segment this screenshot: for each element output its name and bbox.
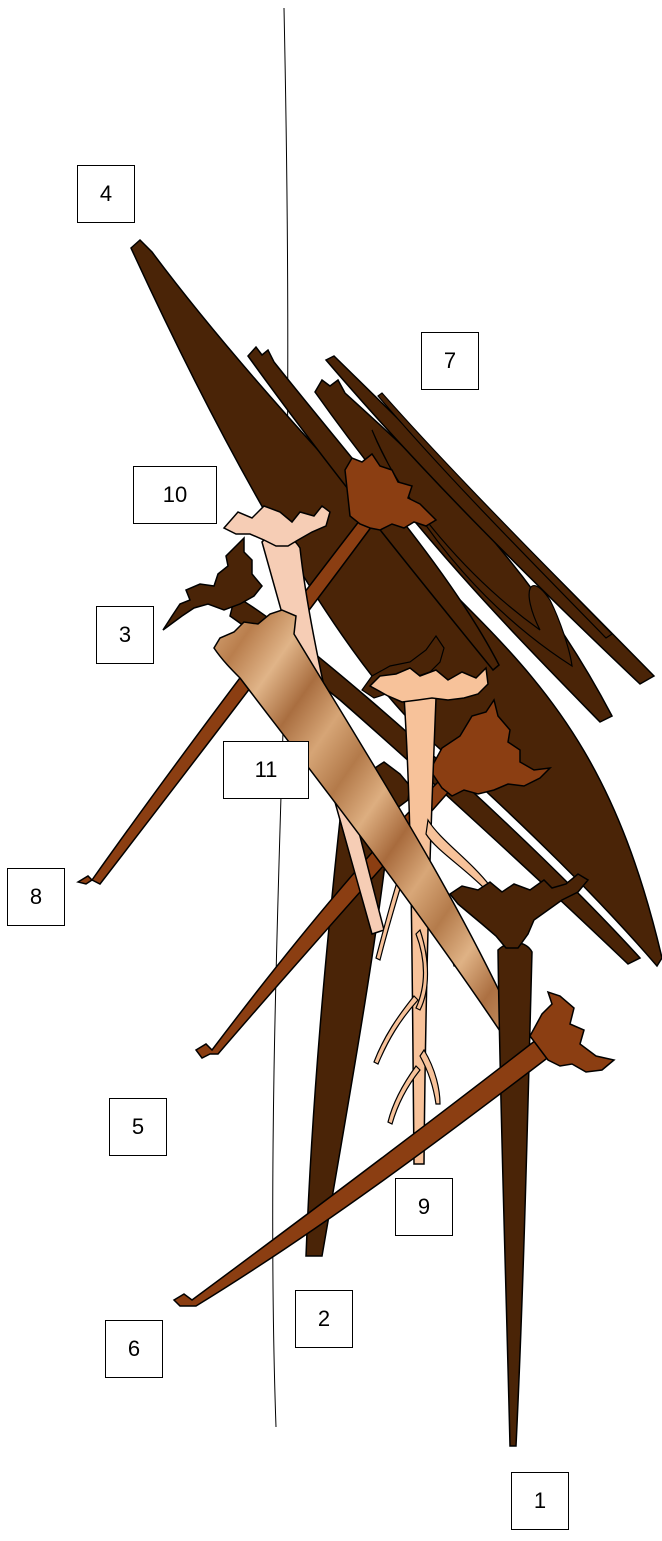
label-8: 8 (7, 868, 65, 926)
label-1: 1 (511, 1472, 569, 1530)
label-9: 9 (395, 1178, 453, 1236)
stick-6 (174, 992, 614, 1306)
label-6: 6 (105, 1320, 163, 1378)
label-10: 10 (133, 466, 217, 524)
label-2: 2 (295, 1290, 353, 1348)
label-3: 3 (96, 606, 154, 664)
label-4: 4 (77, 165, 135, 223)
label-7: 7 (421, 332, 479, 390)
label-5: 5 (109, 1098, 167, 1156)
label-11: 11 (223, 741, 309, 799)
